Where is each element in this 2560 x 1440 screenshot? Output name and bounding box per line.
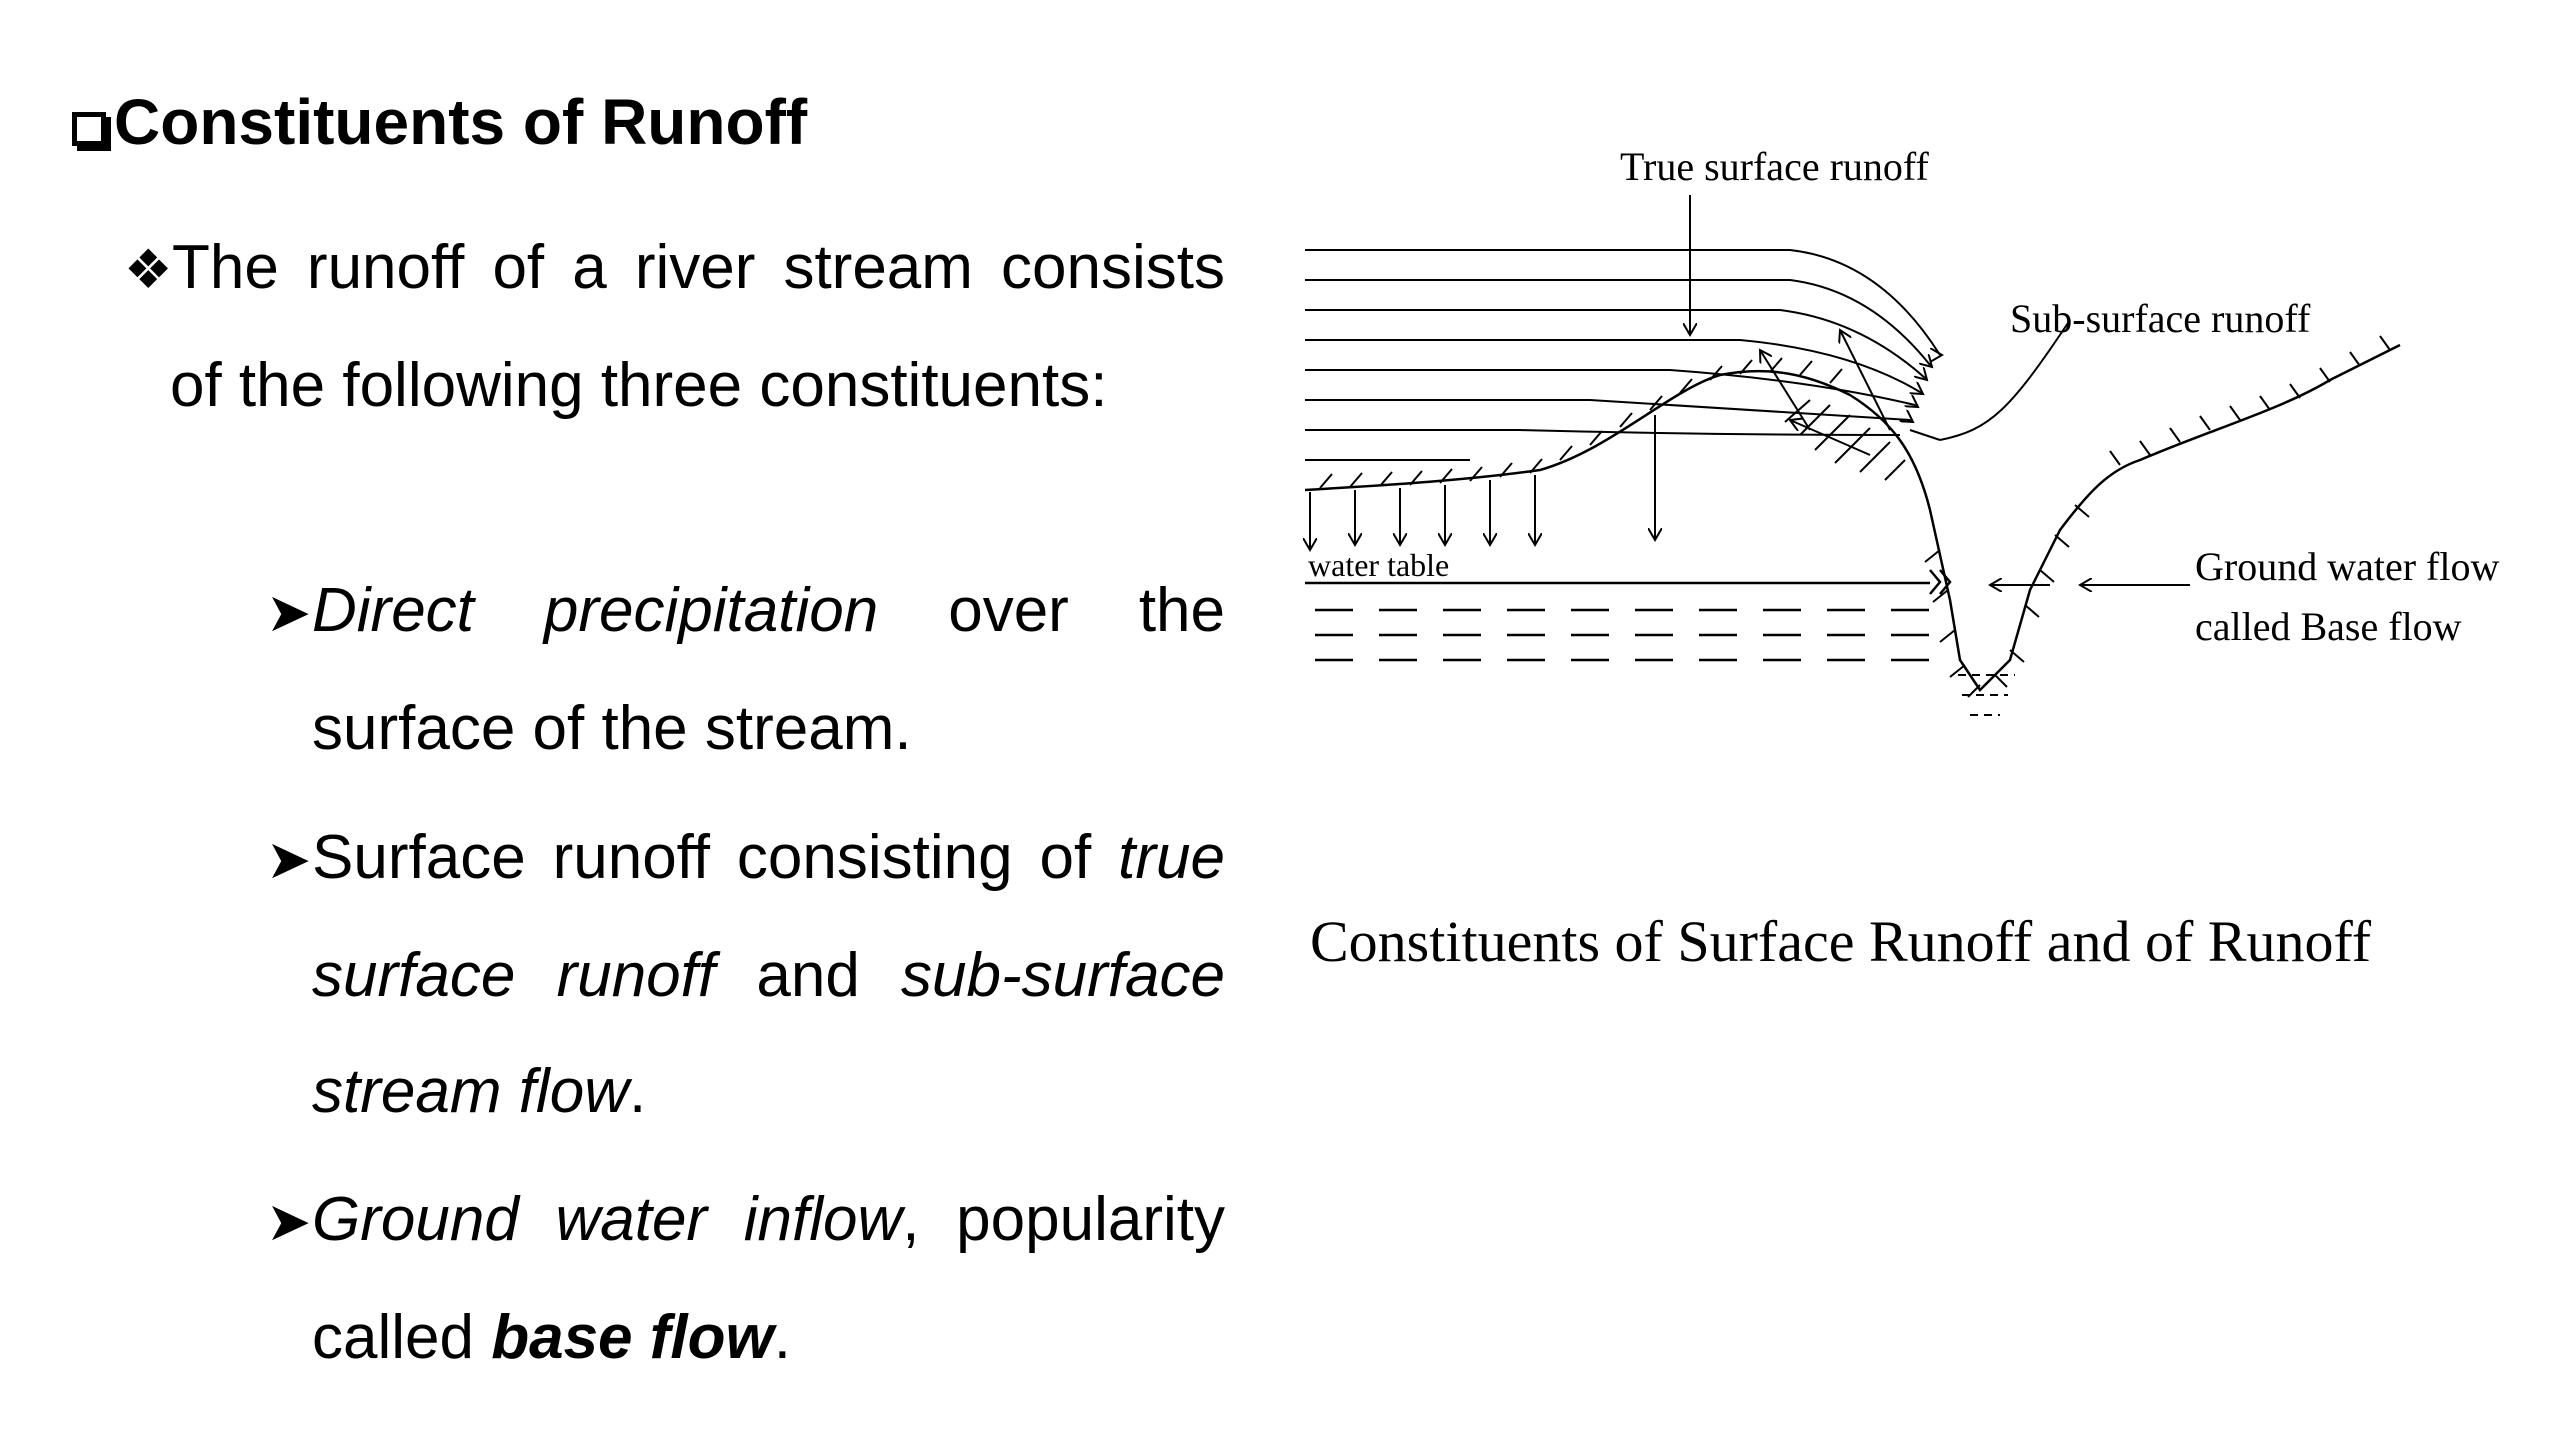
- label-ground-water-flow: Ground water flow: [2195, 544, 2499, 589]
- list-item: ➤Ground water inflow, popularity called …: [266, 1162, 1226, 1396]
- slide-heading: Constituents of Runoff: [72, 82, 807, 162]
- four-diamond-bullet-icon: ❖: [124, 240, 173, 300]
- item-2-lead: Surface runoff consisting of: [312, 823, 1119, 892]
- item-1-text: over the surface of the stream.: [312, 576, 1226, 763]
- stream-water: [1958, 674, 2015, 716]
- figure-caption: Constituents of Surface Runoff and of Ru…: [1310, 909, 2372, 974]
- hatching: [1319, 335, 2391, 698]
- runoff-arrowheads: [1910, 355, 1942, 422]
- item-2-italic-1: true surface runoff: [312, 823, 1225, 1010]
- item-2-italic-2: sub-surface stream flow: [312, 941, 1225, 1126]
- item-3-italic: Ground water inflow: [312, 1185, 903, 1254]
- item-3-bold-italic: base flow: [491, 1303, 774, 1372]
- list-item: ➤Surface runoff consisting of true surfa…: [266, 800, 1225, 1150]
- runoff-diagram: True surface runoff Sub-surface runoff w…: [1290, 144, 2499, 716]
- arrowhead-bullet-icon: ➤: [266, 830, 312, 890]
- water-table: [1305, 569, 1952, 595]
- label-arrows: [1690, 195, 2190, 585]
- item-1-italic: Direct precipitation: [312, 576, 879, 645]
- rain-lines: [1305, 249, 1941, 461]
- infiltration-arrows: [1310, 415, 1655, 550]
- checkbox-square-icon: [72, 112, 106, 146]
- intro-paragraph: ❖The runoff of a river stream consists o…: [124, 210, 1225, 444]
- list-item: ➤Direct precipitation over the surface o…: [266, 553, 1226, 787]
- arrowhead-bullet-icon: ➤: [266, 583, 312, 643]
- label-base-flow: called Base flow: [2195, 604, 2462, 649]
- label-water-table: water table: [1308, 547, 1449, 583]
- ground-surface: [1304, 343, 2401, 692]
- groundwater-dashes: [1315, 608, 1950, 662]
- heading-text: Constituents of Runoff: [114, 86, 808, 158]
- item-3-end: .: [773, 1303, 791, 1372]
- item-2-end: .: [628, 1057, 647, 1126]
- label-sub-surface-runoff: Sub-surface runoff: [2010, 296, 2311, 341]
- item-3-mid: , popularity called: [312, 1185, 1226, 1372]
- arrowhead-bullet-icon: ➤: [266, 1192, 312, 1252]
- item-2-mid: and: [715, 941, 902, 1010]
- intro-text: The runoff of a river stream consists of…: [170, 233, 1225, 420]
- label-true-surface-runoff: True surface runoff: [1620, 144, 1929, 189]
